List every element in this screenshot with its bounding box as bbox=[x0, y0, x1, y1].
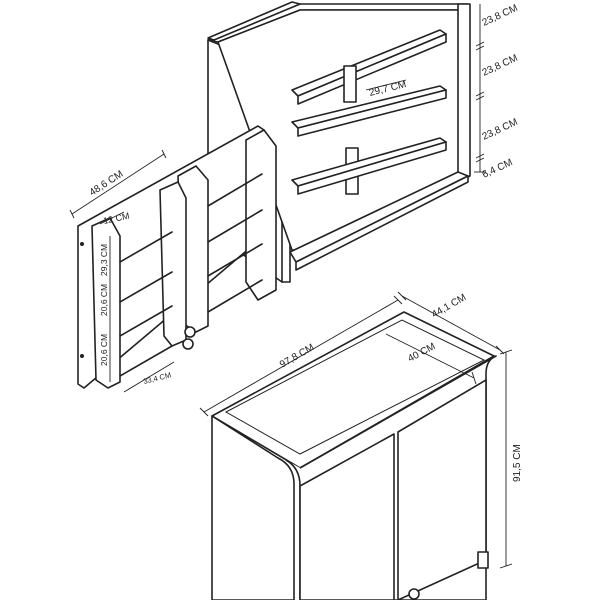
rack-right-side bbox=[245, 129, 277, 301]
rack-inner-width-label: 33,4 CM bbox=[142, 370, 172, 386]
rack-top-spacing-label: 29,3 CM bbox=[99, 244, 109, 276]
shelf-2-front bbox=[297, 89, 447, 137]
cabinet-left-door bbox=[299, 433, 395, 600]
spice-rack: 48,6 CM 12 CM 29,3 CM 20,6 CM 20,6 CM 33… bbox=[69, 125, 277, 393]
rack-left-front bbox=[91, 217, 121, 389]
rack-wheel bbox=[184, 326, 196, 338]
shelf-spacing-2-label: 23,8 CM bbox=[481, 53, 520, 79]
cabinet-top bbox=[211, 311, 495, 469]
cabinet-depth-dimension-line bbox=[401, 295, 501, 351]
rack-width-dimension-line bbox=[71, 153, 165, 215]
cabinet-height-label: 91,5 CM bbox=[512, 444, 523, 482]
shelf-unit-left-top-edge bbox=[207, 1, 301, 41]
dimension-ticks bbox=[474, 41, 486, 173]
shelf-3-front bbox=[297, 141, 447, 195]
rack-right-shelves bbox=[207, 173, 263, 313]
cabinet-wheel bbox=[408, 588, 420, 600]
shelf-spacing-3-label: 23,8 CM bbox=[481, 117, 520, 143]
base-height-label: 6,4 CM bbox=[481, 157, 515, 181]
closed-cabinet: 97,8 CM 44,1 CM 40 CM 91,5 CM bbox=[199, 291, 523, 600]
rack-wheel bbox=[182, 338, 194, 350]
rack-left-back bbox=[159, 181, 187, 347]
inner-depth-dimension-line bbox=[365, 79, 407, 91]
cabinet-top-inner bbox=[224, 319, 486, 455]
rack-bottom-spacing-label: 20,6 CM bbox=[99, 334, 109, 366]
divider-upper bbox=[343, 65, 357, 103]
rack-left-shelves bbox=[119, 231, 173, 377]
rack-width-label: 48,6 CM bbox=[88, 169, 126, 199]
rack-middle-spacing-label: 20,6 CM bbox=[99, 284, 109, 316]
shelf-unit-right-side bbox=[457, 3, 471, 183]
cabinet-depth-label: 44,1 CM bbox=[430, 292, 468, 320]
shelf-unit-bottom-front bbox=[295, 175, 469, 271]
shelf-spacing-1-label: 23,8 CM bbox=[481, 3, 520, 29]
cabinet-left-side bbox=[211, 415, 295, 600]
shelf-1-front bbox=[297, 33, 447, 105]
cabinet-width-dimension-line bbox=[203, 299, 399, 413]
cabinet-leg bbox=[477, 551, 489, 569]
rack-inner-width-dimension-line bbox=[123, 361, 175, 393]
rack-side-depth-dimension-line bbox=[99, 211, 125, 225]
cabinet-inner-depth-dimension-line bbox=[385, 333, 475, 379]
